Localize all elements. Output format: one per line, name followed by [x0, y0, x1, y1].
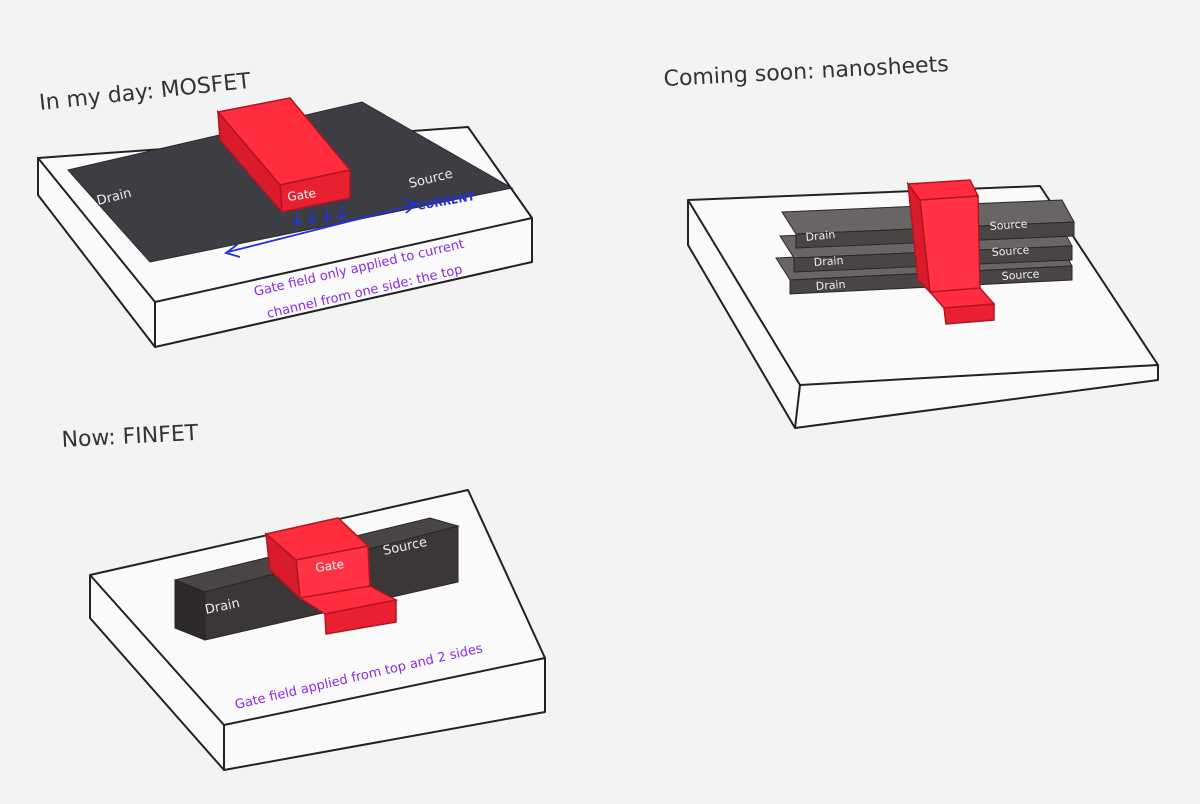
mosfet-field-arrows — [292, 206, 347, 227]
nanosheet-drain-2: Drain — [813, 254, 844, 269]
finfet-title: Now: FINFET — [61, 421, 199, 453]
nanosheet-gate — [906, 179, 996, 325]
mosfet-current-arrow — [224, 198, 418, 258]
finfet-gate — [264, 517, 399, 635]
nanosheet-title: Coming soon: nanosheets — [663, 52, 949, 92]
mosfet-diagram: In my day: MOSFET Drain Source Gate — [37, 69, 533, 348]
nanosheet-drain-1: Drain — [805, 228, 836, 244]
finfet-gate-label: Gate — [314, 557, 344, 575]
nanosheet-drain-3: Drain — [815, 278, 846, 293]
nanosheet-source-3: Source — [1001, 267, 1040, 283]
finfet-diagram: Now: FINFET Drain Source Gate Gate field… — [61, 421, 546, 771]
mosfet-gate — [216, 97, 352, 215]
nanosheet-diagram: Coming soon: nanosheets Drain Source Dra… — [663, 52, 1159, 429]
nanosheet-source-2: Source — [991, 243, 1030, 259]
nanosheet-source-1: Source — [989, 217, 1028, 233]
mosfet-gate-label: Gate — [286, 186, 316, 204]
finfet-drain-label: Drain — [204, 596, 242, 618]
mosfet-title: In my day: MOSFET — [38, 69, 252, 116]
